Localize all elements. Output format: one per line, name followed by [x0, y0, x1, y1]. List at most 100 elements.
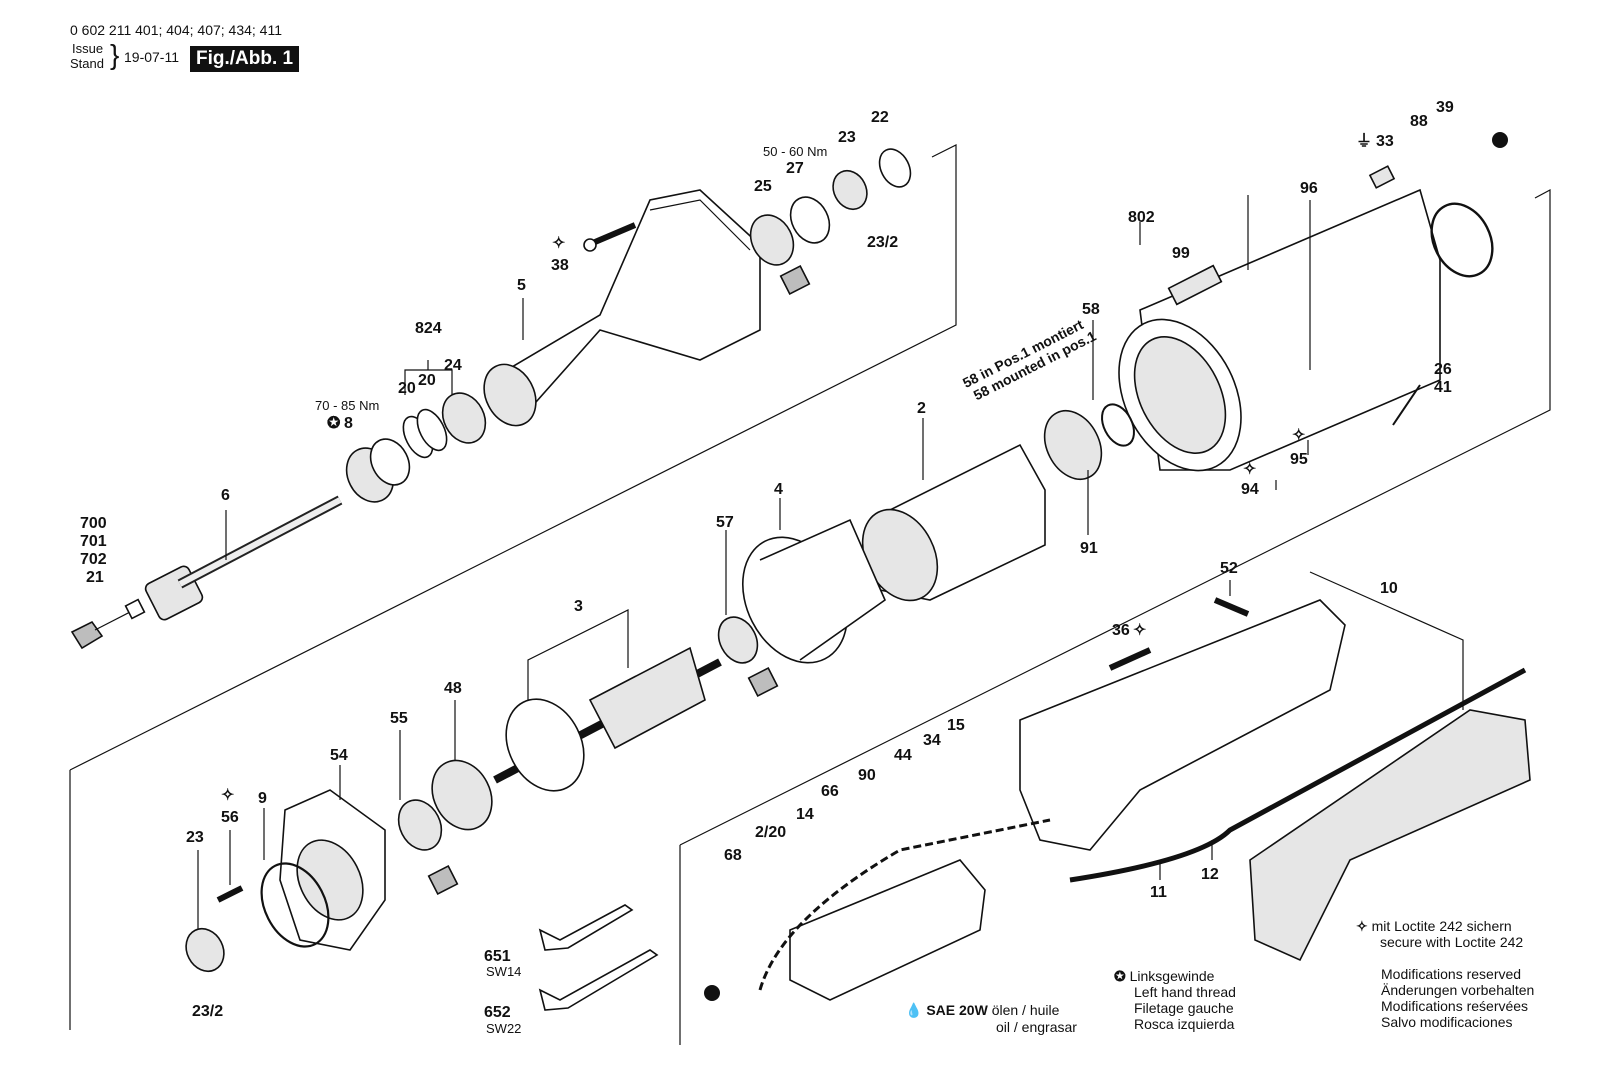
- label-48: 48: [444, 680, 462, 697]
- end-plate-part-54: [279, 789, 386, 951]
- spindle-housing-part-5: [483, 189, 761, 427]
- frame-upper-left: [69, 144, 957, 771]
- label-11: 11: [1150, 884, 1167, 901]
- torque-label-70-85: 70 - 85 Nm: [315, 398, 379, 413]
- left-hand-line-2: Filetage gauche: [1134, 1000, 1234, 1016]
- left-hand-line-3: Rosca izquierda: [1134, 1016, 1235, 1032]
- oil-legend: 💧 SAE 20W ölen / huile: [905, 1002, 1059, 1018]
- modifications-line-3: Salvo modificaciones: [1381, 1014, 1513, 1030]
- label-90: 90: [858, 767, 876, 784]
- label-2: 2: [917, 400, 926, 417]
- sleeve-part-4: [741, 518, 886, 664]
- label-3: 3: [574, 598, 583, 615]
- special-mark-top: [1492, 132, 1508, 148]
- loctite-line-0: mit Loctite 242 sichern: [1371, 918, 1512, 934]
- ring-part-20b: [416, 408, 448, 452]
- oil-symbol-box-mid: [747, 667, 779, 697]
- bearing-part-25: [749, 214, 795, 266]
- issue-date: 19-07-11: [124, 49, 180, 65]
- loctite-mark-36: ✧: [1133, 622, 1146, 639]
- modifications-legend: Modifications reserved Änderungen vorbeh…: [1381, 966, 1534, 1030]
- label-6: 6: [221, 487, 230, 504]
- label-23-top: 23: [838, 129, 856, 146]
- label-94: 94: [1241, 481, 1259, 498]
- left-hand-thread-icon: ✪: [1114, 968, 1126, 984]
- left-hand-mark-8: ✪: [327, 415, 341, 432]
- cable-tie-part: [1430, 202, 1494, 278]
- loctite-mark-56: ✧: [221, 787, 234, 804]
- o-ring-part-58: [1101, 403, 1135, 447]
- label-34: 34: [923, 732, 941, 749]
- modifications-line-1: Änderungen vorbehalten: [1381, 982, 1535, 998]
- label-22: 22: [871, 109, 889, 126]
- label-57: 57: [716, 514, 734, 531]
- label-824: 824: [415, 320, 442, 337]
- armature-part-3: [493, 646, 722, 792]
- left-hand-line-0: Linksgewinde: [1129, 968, 1215, 984]
- label-802: 802: [1128, 209, 1155, 226]
- ring-part-91: [1043, 410, 1103, 480]
- spindle-shaft-part: [144, 495, 343, 621]
- label-88: 88: [1410, 113, 1428, 130]
- label-652: 652: [484, 1004, 511, 1021]
- screw-part-56: [216, 885, 244, 903]
- label-20-a: 20: [398, 380, 416, 397]
- label-12: 12: [1201, 866, 1219, 883]
- label-55: 55: [390, 710, 408, 727]
- label-52: 52: [1220, 560, 1238, 577]
- issue-label: Issue: [72, 41, 104, 56]
- label-96: 96: [1300, 180, 1318, 197]
- bearing-housing-part-48: [431, 759, 493, 831]
- label-24: 24: [444, 357, 462, 374]
- oil-symbol-box-top: [779, 265, 811, 295]
- loctite-mark-95: ✧: [1292, 427, 1305, 444]
- label-5: 5: [517, 277, 526, 294]
- frame-middle: [679, 189, 1551, 846]
- bracket-10: [1309, 571, 1464, 710]
- stand-label: Stand: [70, 56, 104, 71]
- part-number-list: 0 602 211 401; 404; 407; 434; 411: [70, 22, 283, 38]
- issue-brace: }: [110, 39, 120, 70]
- handle-half-part-10: [1019, 599, 1531, 962]
- loctite-legend: ✧ mit Loctite 242 sichern secure with Lo…: [1356, 918, 1523, 950]
- motor-housing-part-96: [1118, 188, 1441, 472]
- figure-title: Fig./Abb. 1: [190, 46, 300, 72]
- screw-part-52: [1213, 597, 1250, 617]
- label-14: 14: [796, 806, 814, 823]
- label-39: 39: [1436, 99, 1454, 116]
- oil-drop-icon: 💧: [905, 1002, 923, 1018]
- oil-grade: SAE 20W: [926, 1002, 988, 1018]
- ring-part-27: [789, 196, 831, 244]
- loctite-mark-94: ✧: [1243, 461, 1256, 478]
- label-27: 27: [786, 160, 804, 177]
- left-hand-line-1: Left hand thread: [1134, 984, 1236, 1000]
- label-701: 701: [80, 533, 107, 550]
- label-8: 8: [344, 415, 353, 432]
- plate-part-26: [1392, 384, 1421, 426]
- flange-part-22: [878, 148, 912, 188]
- label-10: 10: [1380, 580, 1398, 597]
- label-95: 95: [1290, 451, 1308, 468]
- label-36: 36: [1112, 622, 1130, 639]
- torque-label-50-60: 50 - 60 Nm: [763, 144, 827, 159]
- label-91: 91: [1080, 540, 1098, 557]
- label-26: 26: [1434, 361, 1452, 378]
- special-mark-bottom: [704, 985, 720, 1001]
- wrench-size-sw22: SW22: [486, 1021, 521, 1036]
- stator-part-2: [861, 443, 1046, 602]
- label-4: 4: [774, 481, 783, 498]
- screw-part-36: [1108, 647, 1152, 671]
- label-66: 66: [821, 783, 839, 800]
- screw-part-38: [583, 222, 637, 252]
- loctite-line-1: secure with Loctite 242: [1380, 934, 1524, 950]
- label-651: 651: [484, 948, 511, 965]
- label-38: 38: [551, 257, 569, 274]
- modifications-line-0: Modifications reserved: [1381, 966, 1522, 982]
- oil-text-line2: oil / engrasar: [996, 1019, 1077, 1035]
- nut-part-23-bottom: [185, 927, 225, 973]
- bracket-3: [527, 609, 629, 700]
- label-44: 44: [894, 747, 912, 764]
- label-23-2-top: 23/2: [867, 234, 898, 251]
- wrench-part-652: [538, 949, 659, 1011]
